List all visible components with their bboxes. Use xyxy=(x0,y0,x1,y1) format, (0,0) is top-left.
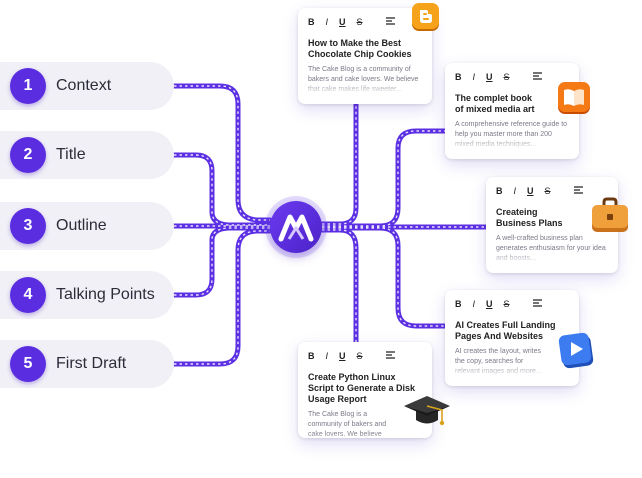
card-cookies[interactable]: B I U S How to Make the Best Chocolate C… xyxy=(298,8,432,104)
step-talking-points[interactable]: 4 Talking Points xyxy=(0,271,174,319)
step-number: 3 xyxy=(10,208,46,244)
bold-button[interactable]: B xyxy=(455,299,462,309)
card-python-script[interactable]: B I U S Create Python Linux Script to Ge… xyxy=(298,342,432,438)
hub-logo xyxy=(270,201,322,253)
italic-button[interactable]: I xyxy=(472,72,476,82)
card-title: The complet book of mixed media art xyxy=(455,93,535,114)
card-description: The Cake Blog is a community of bakers a… xyxy=(308,411,387,438)
bold-button[interactable]: B xyxy=(496,186,503,196)
step-label: First Draft xyxy=(56,355,127,372)
editor-toolbar: B I U S xyxy=(496,184,608,198)
strikethrough-button[interactable]: S xyxy=(356,17,363,27)
underline-button[interactable]: U xyxy=(339,351,346,361)
card-landing-pages[interactable]: B I U S AI Creates Full Landing Pages An… xyxy=(445,290,579,386)
step-context[interactable]: 1 Context xyxy=(0,62,174,110)
underline-button[interactable]: U xyxy=(486,72,493,82)
card-title: How to Make the Best Chocolate Chip Cook… xyxy=(308,38,412,59)
bold-button[interactable]: B xyxy=(308,351,315,361)
strikethrough-button[interactable]: S xyxy=(503,72,510,82)
strikethrough-button[interactable]: S xyxy=(544,186,551,196)
italic-button[interactable]: I xyxy=(325,17,329,27)
editor-toolbar: B I U S xyxy=(308,349,422,363)
step-number: 1 xyxy=(10,68,46,104)
align-icon[interactable] xyxy=(532,299,542,309)
underline-button[interactable]: U xyxy=(527,186,534,196)
bold-button[interactable]: B xyxy=(455,72,462,82)
step-label: Talking Points xyxy=(56,286,155,303)
align-icon[interactable] xyxy=(385,351,395,361)
card-business-plans[interactable]: B I U S Createing Business Plans A well-… xyxy=(486,177,618,273)
align-icon[interactable] xyxy=(532,72,542,82)
editor-toolbar: B I U S xyxy=(455,297,569,311)
step-outline[interactable]: 3 Outline xyxy=(0,202,174,250)
card-description: A well-crafted business plan generates e… xyxy=(496,235,606,262)
bold-button[interactable]: B xyxy=(308,17,315,27)
step-number: 2 xyxy=(10,137,46,173)
card-description: The Cake Blog is a community of bakers a… xyxy=(308,66,419,93)
graduation-cap-icon xyxy=(402,392,452,437)
italic-button[interactable]: I xyxy=(513,186,517,196)
editor-toolbar: B I U S xyxy=(308,15,422,29)
step-number: 4 xyxy=(10,277,46,313)
briefcase-icon xyxy=(590,196,630,239)
underline-button[interactable]: U xyxy=(486,299,493,309)
step-label: Context xyxy=(56,77,112,94)
logo-icon xyxy=(278,214,314,242)
card-title: Createing Business Plans xyxy=(496,207,563,228)
card-media-art[interactable]: B I U S The complet book of mixed media … xyxy=(445,63,579,159)
step-first-draft[interactable]: 5 First Draft xyxy=(0,340,174,388)
align-icon[interactable] xyxy=(573,186,583,196)
card-title: Create Python Linux Script to Generate a… xyxy=(308,372,416,404)
align-icon[interactable] xyxy=(385,17,395,27)
step-number: 5 xyxy=(10,346,46,382)
strikethrough-button[interactable]: S xyxy=(356,351,363,361)
italic-button[interactable]: I xyxy=(325,351,329,361)
book-icon xyxy=(556,80,592,121)
step-label: Outline xyxy=(56,217,107,234)
strikethrough-button[interactable]: S xyxy=(503,299,510,309)
editor-toolbar: B I U S xyxy=(455,70,569,84)
card-description: A comprehensive reference guide to help … xyxy=(455,121,568,148)
card-title: AI Creates Full Landing Pages And Websit… xyxy=(455,320,556,341)
card-description: AI creates the layout, writes the copy, … xyxy=(455,348,542,375)
step-label: Title xyxy=(56,146,86,163)
underline-button[interactable]: U xyxy=(339,17,346,27)
play-button-icon xyxy=(556,331,596,376)
italic-button[interactable]: I xyxy=(472,299,476,309)
blogger-icon xyxy=(411,2,441,37)
step-title[interactable]: 2 Title xyxy=(0,131,174,179)
